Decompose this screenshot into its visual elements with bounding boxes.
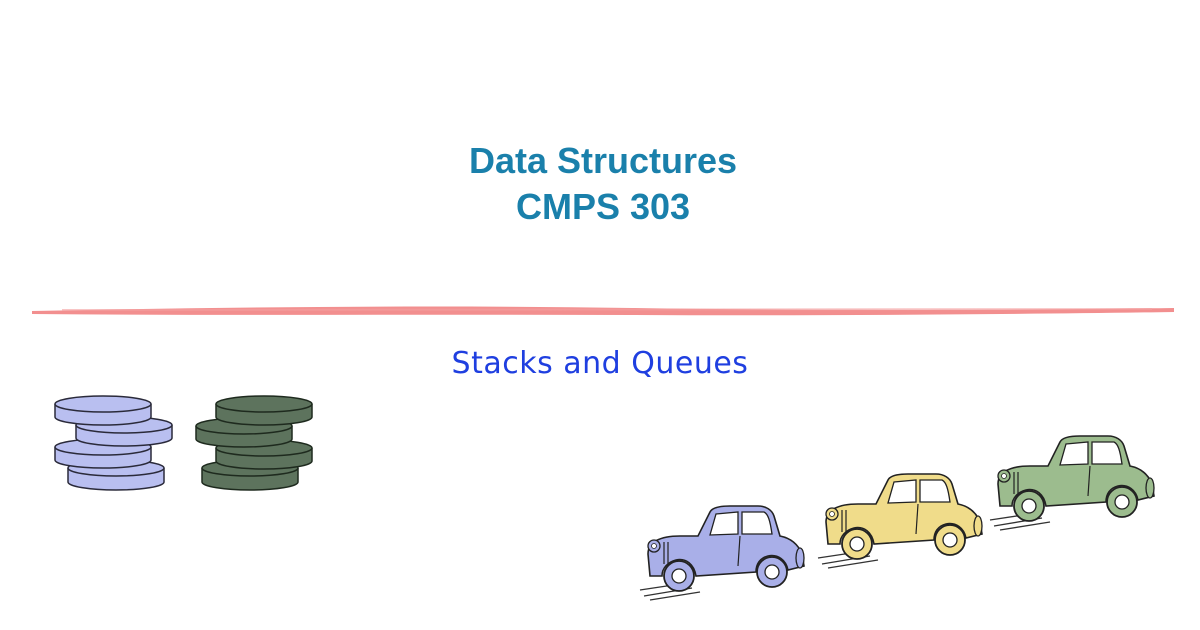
slide-subtitle: Stacks and Queues	[451, 346, 749, 381]
vintage-car-icon	[817, 473, 983, 569]
vintage-car-icon	[989, 435, 1155, 531]
slide-title: Data Structures CMPS 303	[0, 138, 1200, 230]
title-line-course-name: Data Structures	[468, 140, 738, 181]
vintage-car-icon	[639, 505, 805, 601]
divider-line	[32, 306, 1174, 316]
title-line-course-code: CMPS 303	[515, 186, 691, 227]
